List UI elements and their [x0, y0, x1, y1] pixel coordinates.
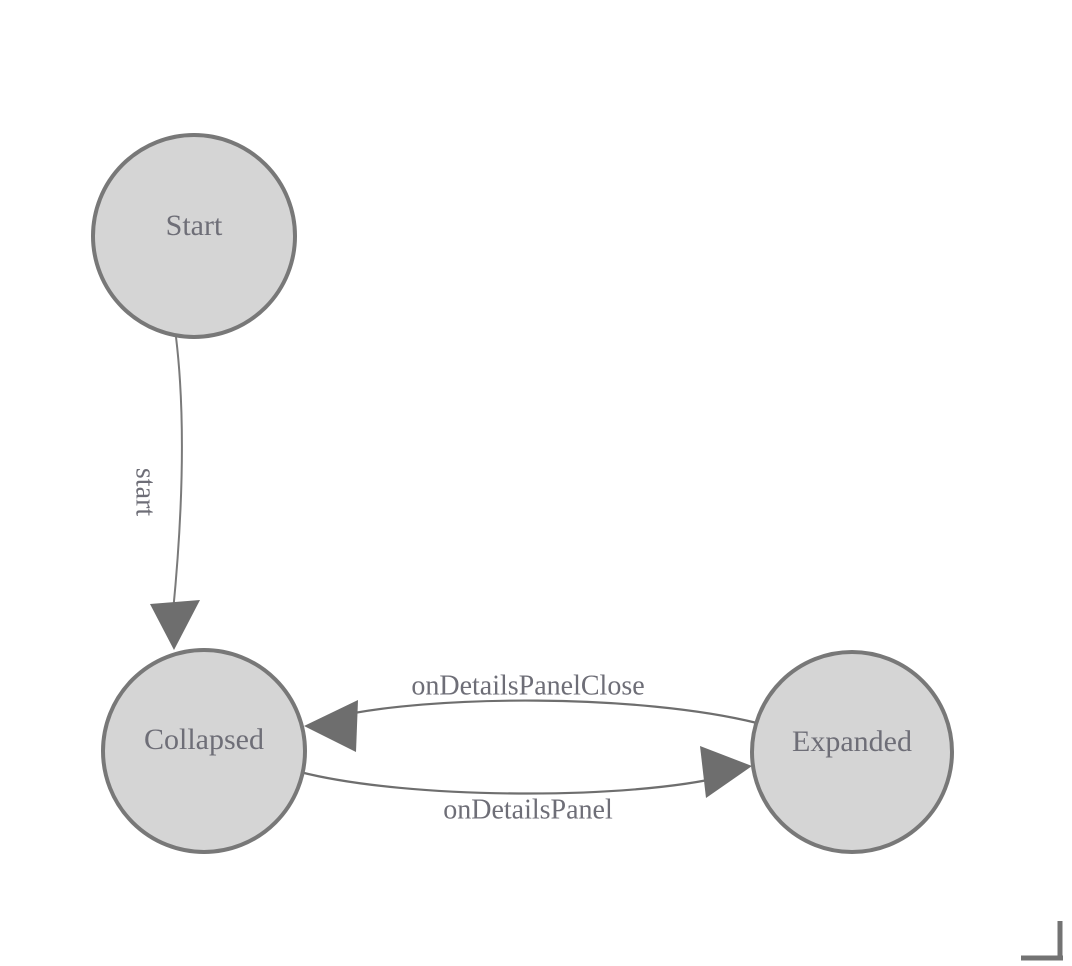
arrowhead-into-expanded-left	[700, 746, 752, 798]
edge-label-start: start	[130, 468, 161, 516]
node-collapsed-circle	[101, 648, 307, 854]
edge-start-to-collapsed-path	[172, 336, 183, 613]
edge-start-to-collapsed[interactable]	[150, 336, 200, 650]
edge-label-on-details-panel-close: onDetailsPanelClose	[411, 670, 644, 701]
edge-collapsed-to-expanded-path	[299, 770, 727, 795]
node-start-label: Start	[166, 209, 223, 242]
arrowhead-into-collapsed-top	[150, 600, 200, 650]
edge-label-on-details-panel: onDetailsPanel	[443, 794, 613, 825]
node-start[interactable]: Start	[91, 133, 297, 339]
corner-mark	[1021, 921, 1063, 961]
node-collapsed-label: Collapsed	[144, 723, 264, 756]
arrowhead-into-collapsed-right	[304, 700, 358, 752]
edge-collapsed-to-expanded[interactable]	[299, 746, 752, 798]
node-expanded[interactable]: Expanded	[750, 650, 954, 854]
node-expanded-circle	[750, 650, 954, 854]
edge-expanded-to-collapsed-path	[329, 699, 758, 725]
node-collapsed[interactable]: Collapsed	[101, 648, 307, 854]
node-expanded-label: Expanded	[792, 725, 912, 758]
node-start-circle	[91, 133, 297, 339]
edge-expanded-to-collapsed[interactable]	[304, 699, 758, 752]
